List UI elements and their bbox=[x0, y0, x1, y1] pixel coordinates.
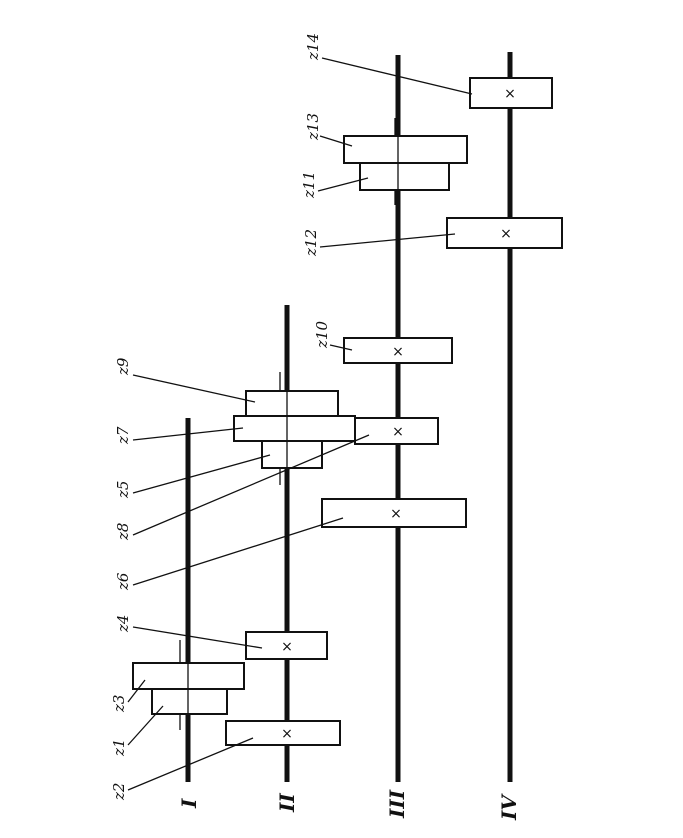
fixed-marks: × × × × × × × bbox=[281, 86, 516, 742]
shaft-label-IV: IV bbox=[497, 793, 521, 821]
label-z8: z8 bbox=[114, 523, 132, 541]
shaft-label-III: III bbox=[385, 789, 409, 819]
label-z1: z1 bbox=[110, 739, 128, 757]
shaft-label-II: II bbox=[275, 793, 299, 813]
leader-z12 bbox=[319, 233, 456, 248]
gear-z7 bbox=[233, 415, 356, 442]
label-z7: z7 bbox=[114, 426, 132, 445]
leader-z11 bbox=[317, 177, 369, 192]
leader-z9 bbox=[132, 374, 256, 403]
leader-z6 bbox=[132, 517, 344, 586]
leader-z3 bbox=[127, 679, 146, 703]
gear-z11 bbox=[359, 162, 450, 191]
leader-z5 bbox=[132, 454, 271, 494]
label-z6: z6 bbox=[114, 572, 132, 591]
label-z14: z14 bbox=[304, 33, 322, 61]
shaft-overlay bbox=[187, 136, 399, 714]
label-z2: z2 bbox=[110, 783, 128, 801]
leader-z13 bbox=[319, 135, 353, 147]
label-z5: z5 bbox=[114, 481, 132, 499]
gear-z14 bbox=[469, 77, 553, 109]
fixed-mark-z2: × bbox=[281, 726, 293, 742]
shaft-labels: I II III IV bbox=[177, 789, 521, 821]
leader-z4 bbox=[132, 626, 263, 649]
fixed-mark-z6: × bbox=[390, 506, 402, 522]
gear-z12 bbox=[446, 217, 563, 249]
label-z3: z3 bbox=[110, 695, 128, 713]
label-z13: z13 bbox=[304, 113, 322, 141]
fixed-mark-z4: × bbox=[281, 639, 293, 655]
label-z12: z12 bbox=[302, 229, 320, 257]
leader-z1 bbox=[127, 705, 164, 746]
gear-labels: z14 z13 z11 z12 z10 z9 z7 z5 z8 z6 z4 z3… bbox=[110, 33, 331, 801]
leader-z8 bbox=[132, 434, 370, 536]
gear-z4 bbox=[245, 631, 328, 660]
gear-z8 bbox=[354, 417, 439, 445]
label-z11: z11 bbox=[300, 171, 318, 199]
gear-z9 bbox=[245, 390, 339, 417]
fixed-mark-z8: × bbox=[392, 424, 404, 440]
label-z10: z10 bbox=[313, 321, 331, 349]
gear-z6 bbox=[321, 498, 467, 528]
fixed-mark-z12: × bbox=[500, 226, 512, 242]
leader-z14 bbox=[321, 57, 473, 95]
gear-z5 bbox=[261, 440, 323, 469]
leader-z7 bbox=[132, 427, 244, 441]
fixed-mark-z14: × bbox=[504, 86, 516, 102]
label-z4: z4 bbox=[114, 615, 132, 633]
leader-lines bbox=[127, 57, 473, 791]
label-z9: z9 bbox=[114, 357, 132, 376]
gear-z10 bbox=[343, 337, 453, 364]
leader-z10 bbox=[329, 344, 353, 351]
fixed-mark-z10: × bbox=[392, 344, 404, 360]
gear-z13 bbox=[343, 135, 468, 164]
leader-z2 bbox=[127, 737, 254, 791]
gears-layer bbox=[132, 77, 563, 746]
shaft-label-I: I bbox=[177, 798, 201, 809]
gear-z1 bbox=[151, 688, 228, 715]
